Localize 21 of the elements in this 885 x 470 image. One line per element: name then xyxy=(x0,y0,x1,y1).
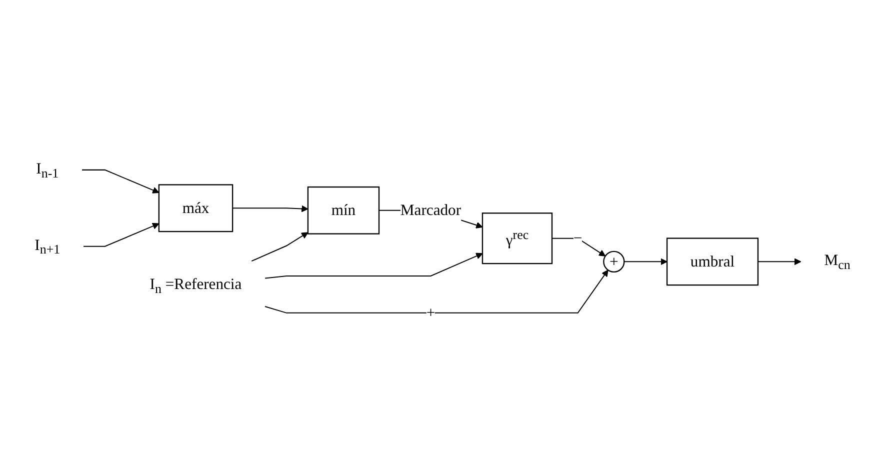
arrow xyxy=(758,258,802,266)
node-box: γ$^{rec}$ xyxy=(482,212,553,264)
arrow xyxy=(232,205,308,212)
node-box: mín xyxy=(307,186,380,234)
node-text: I$_{n}$ =Referencia xyxy=(150,276,242,296)
node-text: I$_{n-1}$ xyxy=(36,160,59,180)
node-text: M$_{cn}$ xyxy=(824,252,850,272)
arrow xyxy=(265,252,483,279)
edge-label: + xyxy=(426,304,436,322)
arrow xyxy=(82,169,160,194)
node-box: umbral xyxy=(666,238,759,286)
arrow xyxy=(552,238,606,256)
node-box: máx xyxy=(158,184,234,232)
edge-label: Marcador xyxy=(400,202,462,219)
node-text: I$_{n+1}$ xyxy=(34,236,60,257)
arrow xyxy=(251,232,308,262)
node-circle: + xyxy=(603,250,625,272)
edge-label: − xyxy=(573,230,582,247)
arrow xyxy=(624,258,668,266)
arrow xyxy=(84,222,160,247)
arrow xyxy=(264,270,608,314)
